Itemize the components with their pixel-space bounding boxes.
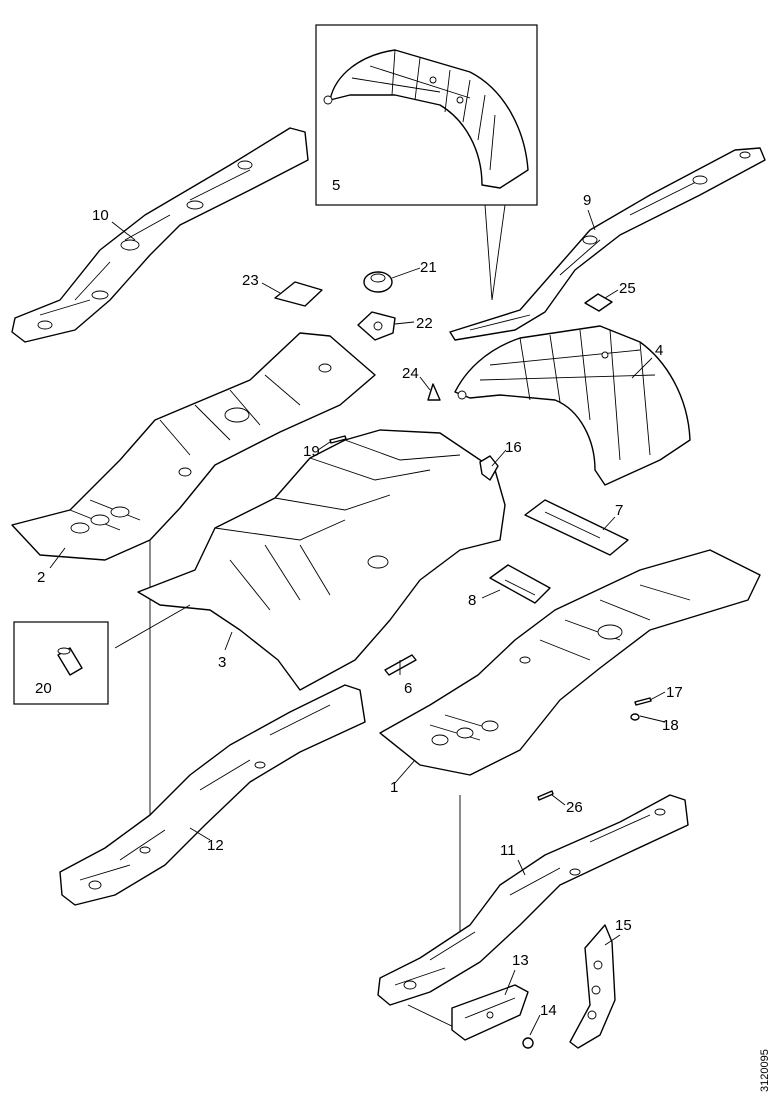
part-21 [363,271,393,293]
callout-7: 7 [615,502,623,519]
leader-lines [49,209,666,1036]
callout-13: 13 [512,952,529,969]
reference-code: 3120095 [759,1049,771,1092]
callout-3: 3 [218,654,226,671]
part-1-rear-floor [379,549,761,945]
callout-11: 11 [500,842,516,859]
callout-22: 22 [416,315,433,332]
detail-box-5 [315,24,538,301]
callout-17: 17 [666,684,683,701]
callout-2: 2 [37,569,45,586]
part-10-rail [11,127,309,343]
callout-8: 8 [468,592,476,609]
callout-16: 16 [505,439,522,456]
callout-14: 14 [540,1002,557,1019]
callout-19: 19 [303,443,320,460]
callout-23: 23 [242,272,259,289]
part-16 [479,455,499,481]
callout-21: 21 [420,259,437,276]
part-19 [329,435,347,444]
callout-labels: 1 2 3 4 5 6 7 8 9 10 11 12 13 14 15 16 1… [35,177,683,1019]
part-24 [427,383,441,401]
part-17 [634,697,652,706]
callout-10: 10 [92,207,109,224]
part-12-rail [59,684,366,906]
part-8 [489,564,551,604]
callout-24: 24 [402,365,419,382]
callout-5: 5 [332,177,340,194]
detail-box-20 [13,621,109,705]
callout-12: 12 [207,837,224,854]
part-3-tunnel [114,429,506,691]
part-15 [569,924,616,1049]
part-9-rail [449,147,766,341]
callout-25: 25 [619,280,636,297]
callout-15: 15 [615,917,632,934]
part-23 [274,281,323,307]
part-13 [451,984,529,1041]
part-4-wheelhouse [454,325,691,486]
part-18 [630,713,640,721]
callout-6: 6 [404,680,412,697]
part-11-rail [377,794,689,1031]
callout-9: 9 [583,192,591,209]
callout-1: 1 [390,779,398,796]
part-14 [522,1037,534,1049]
part-26 [537,790,554,801]
callout-26: 26 [566,799,583,816]
part-6 [384,654,417,676]
callout-20: 20 [35,680,52,697]
part-22 [357,311,396,341]
callout-18: 18 [662,717,679,734]
callout-4: 4 [655,342,663,359]
part-7 [524,499,629,556]
